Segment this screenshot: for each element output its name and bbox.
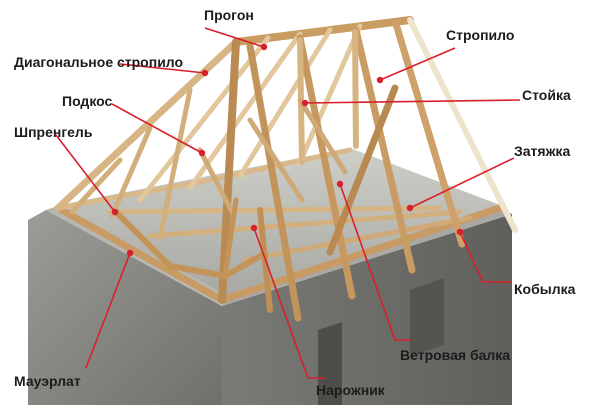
roof-frame (54, 16, 518, 322)
truss-brace (113, 209, 265, 280)
label-strapilo: Стропило (446, 27, 514, 43)
strut-1 (197, 147, 235, 215)
rafter-front-3 (352, 26, 416, 274)
label-mauerlat: Мауэрлат (14, 373, 81, 389)
concrete-walls (28, 148, 512, 405)
leader-stoyka (304, 99, 521, 104)
rafter-end-right (407, 17, 518, 233)
leader-lines (55, 27, 521, 379)
dot-diagonal-rafter (201, 69, 209, 77)
label-diagonal-rafter: Диагональное стропило (14, 54, 183, 70)
truss-brace-2 (222, 197, 239, 279)
dot-mauerlat (126, 249, 134, 257)
leader-narozhnik (253, 227, 325, 379)
rafter-front-1 (246, 42, 302, 322)
rafter-back-4 (297, 23, 363, 165)
dot-progon (260, 43, 268, 51)
label-stoyka: Стойка (522, 87, 571, 103)
jack-rafter-1 (109, 125, 153, 219)
tie-beam-2 (147, 209, 463, 239)
strut-2 (247, 117, 305, 203)
leader-podkos (111, 103, 203, 154)
dot-strapilo (376, 76, 384, 84)
jack-rafter-2 (157, 87, 193, 241)
diagonal-rafter-left (54, 38, 240, 212)
leader-strapilo (379, 47, 456, 81)
post-2 (352, 29, 359, 149)
leader-zatyazhka (409, 157, 515, 209)
label-kobylka: Кобылка (514, 281, 576, 297)
wind-beam (326, 84, 399, 256)
strut-3 (297, 97, 348, 175)
dot-narozhnik (250, 224, 258, 232)
leader-mauerlat (85, 252, 131, 369)
label-narozhnik: Нарожник (316, 382, 386, 398)
label-zatyazhka: Затяжка (514, 143, 571, 159)
leader-progon (204, 27, 265, 48)
leader-kobylka (459, 231, 512, 283)
window-opening-left (318, 322, 342, 405)
tie-beam-3 (242, 215, 473, 263)
label-shprengel: Шпренгель (14, 124, 93, 140)
rafter-back-3 (237, 27, 333, 179)
hip-rafter-front (218, 38, 240, 304)
rafter-back-1 (137, 35, 271, 203)
labels: Прогон Диагональное стропило Подкос Шпре… (14, 7, 576, 398)
dot-podkos (198, 149, 206, 157)
dot-shprengel (111, 208, 119, 216)
leader-dots (111, 43, 464, 257)
label-wind-beam: Ветровая балка (400, 347, 510, 363)
label-progon: Прогон (204, 7, 254, 23)
rafter-front-2 (296, 34, 356, 300)
dot-zatyazhka (406, 204, 414, 212)
dot-stoyka (301, 99, 309, 107)
leader-shprengel (55, 134, 116, 213)
wall-left-face (28, 210, 222, 405)
window-opening-right (410, 278, 444, 356)
leader-wind-beam (339, 183, 412, 341)
leader-diagonal-rafter (119, 63, 206, 74)
dot-wind-beam (336, 180, 344, 188)
rafter-front-4 (392, 20, 466, 248)
wall-front-face (222, 214, 512, 405)
dot-kobylka (456, 228, 464, 236)
label-podkos: Подкос (62, 93, 113, 109)
